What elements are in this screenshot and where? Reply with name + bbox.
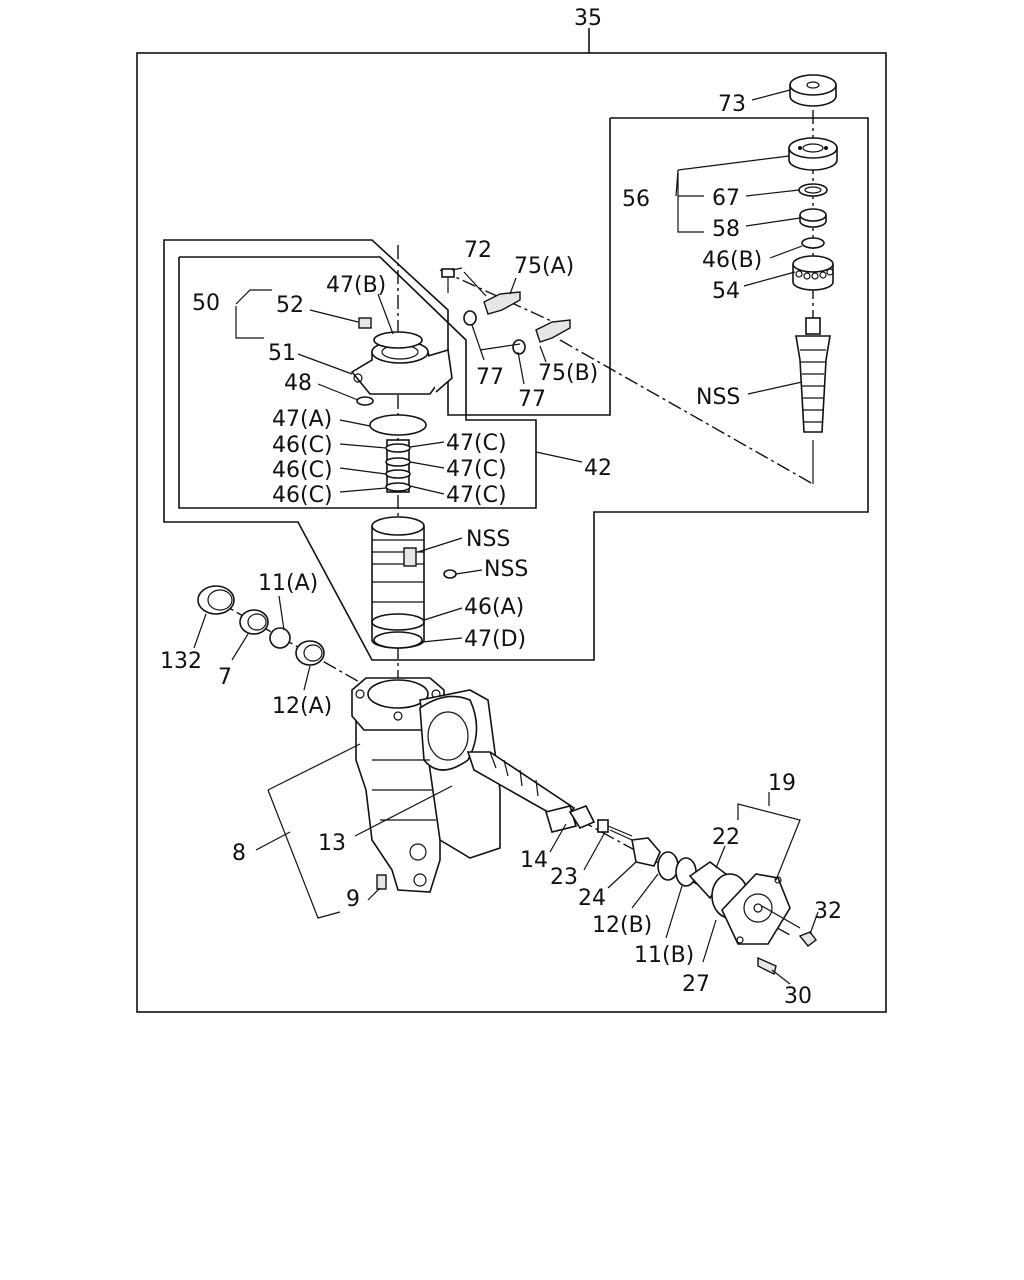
part-75b-fitting [535,319,571,343]
label-50: 50 [192,291,220,316]
label-77a: 77 [476,365,504,390]
part-nss-washer [443,569,457,579]
part-8-gear-housing [351,677,501,893]
part-54-ball-cage [792,255,834,291]
part-19-cover [721,873,801,945]
label-46c-3: 46(C) [272,483,333,508]
label-42: 42 [584,456,612,481]
label-nss-shaft: NSS [696,385,740,410]
label-46a: 46(A) [464,595,524,620]
label-48: 48 [284,371,312,396]
part-12a-seal [295,640,325,666]
part-11a-oring [269,627,291,649]
label-58: 58 [712,217,740,242]
label-67: 67 [712,186,740,211]
label-46c-2: 46(C) [272,458,333,483]
part-12b-seal [657,851,679,881]
part-47b-oring [373,331,423,349]
label-51: 51 [268,341,296,366]
label-35: 35 [574,6,602,31]
label-73: 73 [718,92,746,117]
label-47d: 47(D) [464,627,526,652]
label-24: 24 [578,886,606,911]
part-spool-seals [385,439,411,493]
kit-box-upper-right [163,117,869,661]
part-58-bearing [799,208,827,228]
label-132: 132 [160,649,202,674]
part-73-cap [789,74,837,107]
part-77-washer-2 [512,339,526,355]
label-nss-washer: NSS [484,557,528,582]
label-13: 13 [318,831,346,856]
center-line-fitting [439,269,561,326]
label-47c-3: 47(C) [446,483,507,508]
label-56: 56 [622,187,650,212]
part-30-bolt [757,956,777,976]
label-32: 32 [814,899,842,924]
label-9: 9 [346,887,360,912]
part-72-bolt [441,268,455,293]
label-30: 30 [784,984,812,1009]
part-24-spring [631,837,661,867]
label-75a: 75(A) [514,254,574,279]
part-46b-ring [801,237,825,249]
label-nss-body: NSS [466,527,510,552]
label-46b: 46(B) [702,248,762,273]
label-11a: 11(A) [258,571,318,596]
part-56-plug [788,137,838,171]
part-67-ring [798,183,828,197]
part-48-oring [356,396,374,406]
center-line-seals [214,599,371,689]
outer-frame [136,52,887,1013]
label-12a: 12(A) [272,694,332,719]
part-7-bushing [239,609,269,635]
part-32-nut [798,931,817,947]
label-47a: 47(A) [272,407,332,432]
part-75a-fitting [483,291,521,315]
label-11b: 11(B) [634,943,694,968]
label-47b: 47(B) [326,273,386,298]
label-47c-2: 47(C) [446,457,507,482]
part-46a-ring [371,613,425,631]
label-77b: 77 [518,387,546,412]
part-14-nut [568,804,596,830]
label-19: 19 [768,771,796,796]
part-9-plug [376,874,387,890]
label-22: 22 [712,825,740,850]
center-line-diagonal [559,339,814,485]
label-23: 23 [550,865,578,890]
part-132-seal [197,585,235,615]
part-51-valve-housing [350,340,453,395]
part-13-sector-shaft [466,751,578,833]
label-27: 27 [682,972,710,997]
label-72: 72 [464,238,492,263]
part-52-plug [358,317,372,329]
part-11b-oring [675,857,697,887]
label-8: 8 [232,841,246,866]
part-47d-oring [373,631,423,649]
part-worm-shaft [795,317,831,433]
label-12b: 12(B) [592,913,652,938]
label-14: 14 [520,848,548,873]
label-46c-1: 46(C) [272,433,333,458]
label-52: 52 [276,293,304,318]
label-47c-1: 47(C) [446,431,507,456]
part-77-washer-1 [463,310,477,326]
label-7: 7 [218,665,232,690]
label-75b: 75(B) [538,361,598,386]
kit-box-42 [178,256,537,509]
label-54: 54 [712,279,740,304]
part-23-screw [597,819,633,841]
part-47a-oring [369,414,427,436]
leader-lines [193,89,819,985]
